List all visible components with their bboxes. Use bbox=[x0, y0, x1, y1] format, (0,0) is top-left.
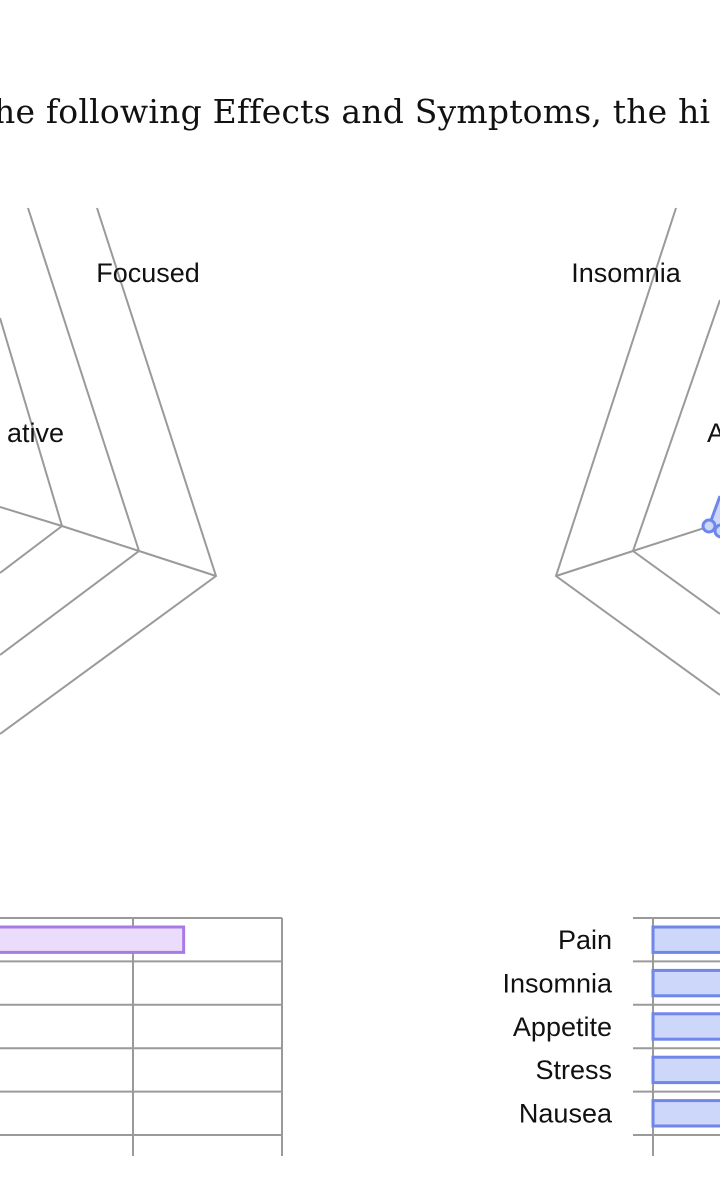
bar-category-label: Appetite bbox=[513, 1012, 612, 1042]
radar-spoke bbox=[0, 506, 63, 527]
radar-ring-2 bbox=[631, 299, 720, 615]
effects-bar-chart bbox=[0, 917, 283, 1156]
radar-point bbox=[713, 523, 720, 539]
radar-axis-label: A bbox=[707, 418, 720, 448]
bar-category-label: Nausea bbox=[519, 1099, 613, 1129]
bar-category-label: Stress bbox=[535, 1055, 612, 1085]
bar-category-label: Insomnia bbox=[502, 968, 613, 998]
bar-category-label: Pain bbox=[558, 925, 612, 955]
radar-spoke bbox=[555, 550, 634, 577]
radar-axis-label: ative bbox=[7, 418, 64, 448]
effects-radar-chart: Focused ative bbox=[0, 207, 218, 735]
bar bbox=[651, 968, 720, 998]
radar-spoke bbox=[138, 550, 217, 577]
bar bbox=[651, 1055, 720, 1085]
bar bbox=[651, 1012, 720, 1041]
radar-axis-label: Focused bbox=[96, 258, 200, 288]
page-heading: he following Effects and Symptoms, the h… bbox=[0, 92, 711, 131]
bar bbox=[651, 925, 720, 954]
radar-axis-label: Insomnia bbox=[571, 258, 682, 288]
radar-point bbox=[701, 518, 717, 534]
bar bbox=[0, 925, 186, 954]
bar bbox=[651, 1099, 720, 1128]
radar-spoke bbox=[61, 525, 140, 552]
